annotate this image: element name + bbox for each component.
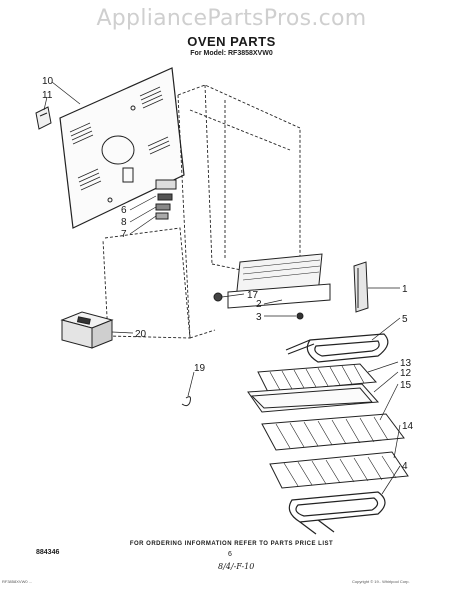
terminal-block: [155, 179, 177, 220]
page-code: 884346: [36, 549, 60, 556]
callout-12: 12: [400, 368, 412, 379]
part-3-screw: [296, 312, 304, 320]
page-title: OVEN PARTS: [187, 34, 276, 49]
callout-20: 20: [135, 329, 147, 340]
page-number: 6: [228, 551, 232, 558]
back-panel: [59, 67, 185, 229]
part-11-plate: [35, 106, 52, 130]
part-19-clip: [181, 396, 191, 407]
callout-19: 19: [194, 363, 206, 374]
callout-13: 13: [400, 358, 412, 369]
callout-1: 1: [402, 284, 408, 295]
callout-2: 2: [256, 299, 262, 310]
oven-bottom: [227, 253, 331, 309]
callout-11: 11: [42, 90, 53, 101]
callout-14: 14: [402, 421, 414, 432]
callout-15: 15: [400, 380, 412, 391]
callout-5: 5: [402, 314, 408, 325]
part-1-bracket: [353, 261, 369, 313]
model-label: For Model: RF3858XVW0: [190, 50, 273, 57]
fine-print-right: Copyright © 19.. Whirlpool Corp.: [352, 579, 410, 584]
ordering-note: FOR ORDERING INFORMATION REFER TO PARTS …: [129, 541, 334, 547]
callout-7: 7: [121, 229, 127, 240]
part-15-rack: [261, 413, 405, 451]
part-20-box: [60, 311, 114, 349]
callout-6: 6: [121, 205, 127, 216]
callout-8: 8: [121, 217, 127, 228]
part-17-grommet: [213, 292, 223, 302]
part-4-bake-element: [288, 491, 386, 535]
callout-4: 4: [402, 461, 408, 472]
cabinet-frame: [102, 84, 301, 339]
callout-17: 17: [247, 290, 259, 301]
callout-10: 10: [42, 76, 54, 87]
callout-3: 3: [256, 312, 262, 323]
part-12-broiler-pan: [247, 383, 380, 413]
handwritten-note: 8/4/-F-10: [218, 562, 255, 571]
part-5-broil-element: [285, 333, 389, 363]
part-13-rack: [257, 363, 378, 393]
watermark: AppliancePartsPros.com: [96, 6, 367, 31]
part-14-rack: [269, 451, 409, 489]
fine-print-left: RF3858XVW0 ...: [2, 579, 33, 584]
